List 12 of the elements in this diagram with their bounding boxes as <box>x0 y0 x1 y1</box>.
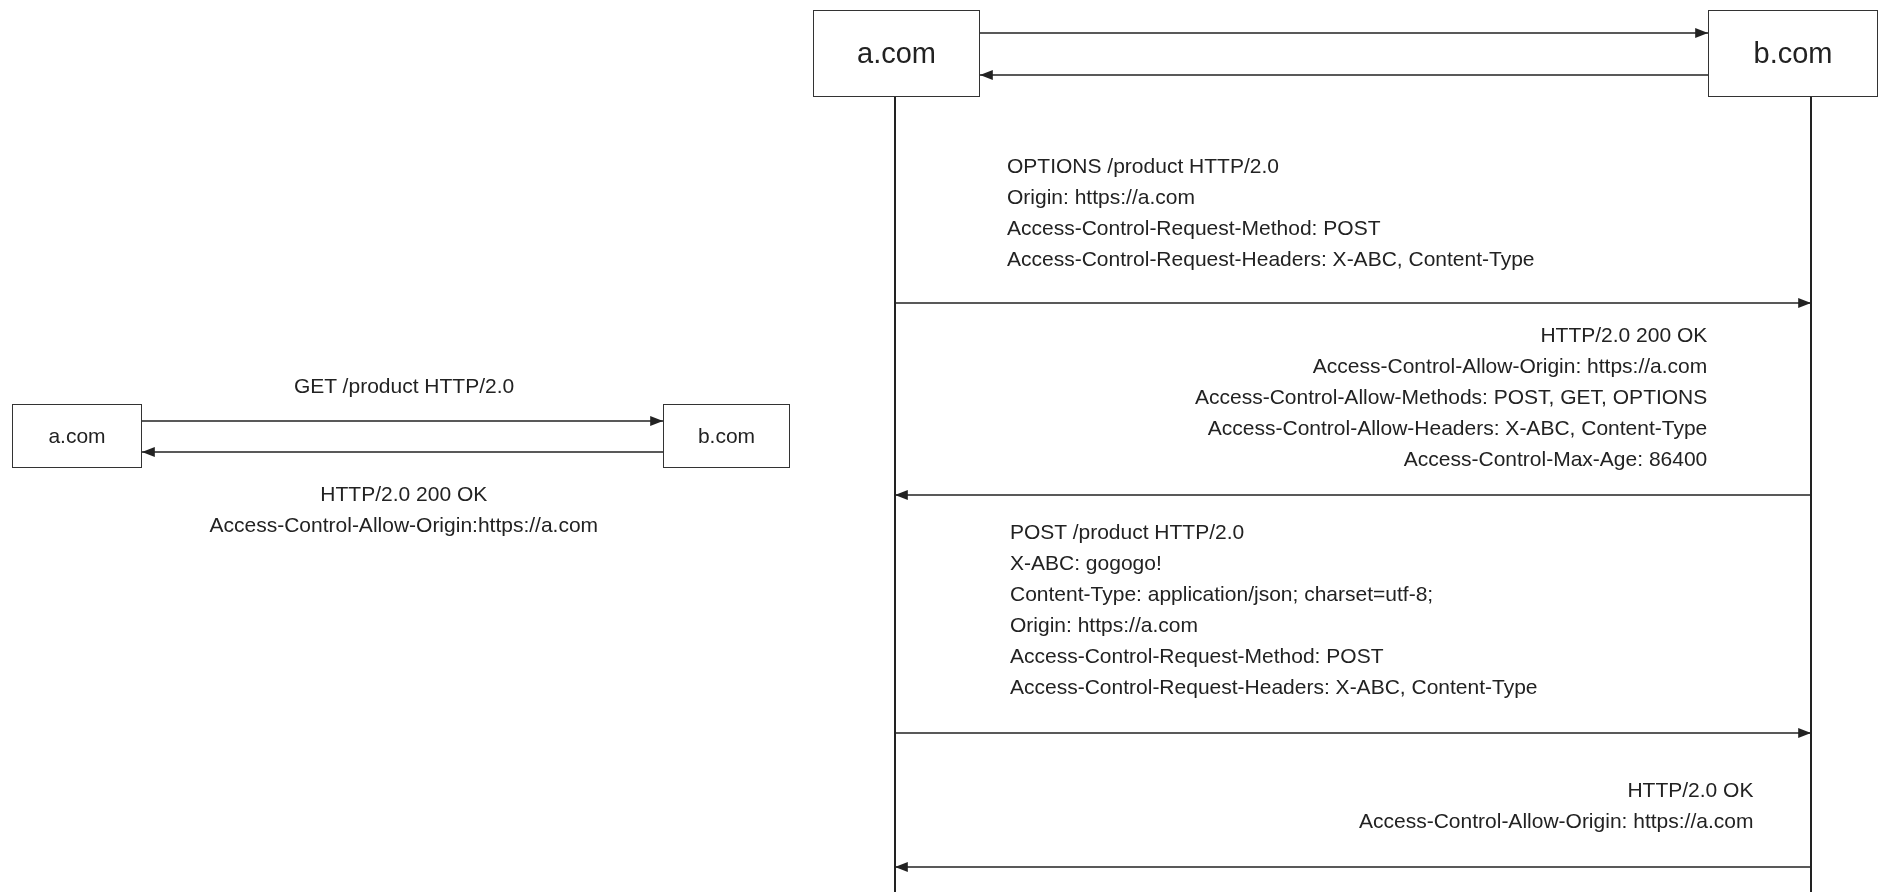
message-arrow <box>979 69 1709 81</box>
participant-box: b.com <box>1708 10 1878 97</box>
server-box: a.com <box>12 404 142 468</box>
message-arrow <box>894 489 1812 501</box>
server-box: b.com <box>663 404 790 468</box>
message-arrow <box>894 297 1812 309</box>
message-arrow <box>141 446 664 458</box>
message-arrow <box>141 415 664 427</box>
participant-box: a.com <box>813 10 980 97</box>
message-arrow <box>894 861 1812 873</box>
message-arrow <box>894 727 1812 739</box>
message-arrow <box>979 27 1709 39</box>
